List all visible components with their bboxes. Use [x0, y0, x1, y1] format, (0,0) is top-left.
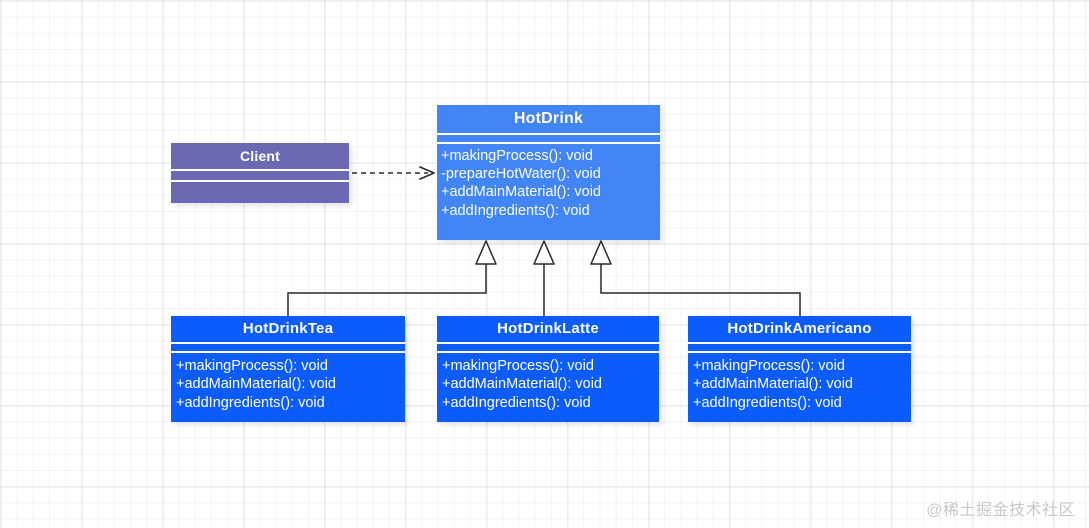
method-item: +addIngredients(): void — [176, 394, 325, 411]
class-methods-hotdrinktea: +makingProcess(): void +addMainMaterial(… — [171, 353, 405, 412]
uml-class-hotdrinklatte[interactable]: HotDrinkLatte +makingProcess(): void +ad… — [437, 316, 659, 422]
uml-class-client[interactable]: Client — [171, 143, 349, 203]
class-methods-hotdrinklatte: +makingProcess(): void +addMainMaterial(… — [437, 353, 659, 412]
class-title-hotdrinktea: HotDrinkTea — [242, 320, 334, 337]
class-methods-hotdrinkamericano: +makingProcess(): void +addMainMaterial(… — [688, 353, 911, 412]
class-title-hotdrink: HotDrink — [513, 110, 584, 127]
method-item: +makingProcess(): void — [441, 148, 593, 164]
class-methods-client — [171, 182, 349, 203]
method-item: +makingProcess(): void — [442, 358, 594, 374]
class-attributes-hotdrinkamericano — [688, 344, 911, 351]
edge-client-to-hotdrink — [352, 166, 435, 180]
class-attributes-client — [171, 171, 349, 180]
method-item: -prepareHotWater(): void — [441, 166, 601, 183]
class-divider — [171, 180, 349, 182]
edge-hotdrinktea-to-hotdrink — [287, 240, 497, 316]
class-divider — [688, 342, 911, 344]
method-item: +addIngredients(): void — [442, 394, 591, 411]
class-divider — [171, 169, 349, 171]
method-item: +addIngredients(): void — [441, 202, 590, 219]
class-title-hotdrinklatte: HotDrinkLatte — [497, 320, 599, 337]
class-attributes-hotdrinklatte — [437, 344, 659, 351]
uml-class-hotdrinkamericano[interactable]: HotDrinkAmericano +makingProcess(): void… — [688, 316, 911, 422]
class-methods-hotdrink: +makingProcess(): void -prepareHotWater(… — [437, 144, 660, 220]
edge-hotdrinkamericano-to-hotdrink — [590, 240, 801, 316]
class-divider — [171, 342, 405, 344]
watermark-text: @稀土掘金技术社区 — [926, 502, 1075, 519]
uml-class-hotdrinktea[interactable]: HotDrinkTea +makingProcess(): void +addM… — [171, 316, 405, 422]
class-divider — [437, 142, 660, 144]
class-divider — [437, 133, 660, 135]
method-item: +makingProcess(): void — [176, 358, 328, 374]
method-item: +addIngredients(): void — [693, 394, 842, 411]
class-divider — [688, 351, 911, 353]
method-item: +addMainMaterial(): void — [693, 376, 853, 393]
class-divider — [437, 351, 659, 353]
method-item: +addMainMaterial(): void — [442, 376, 602, 393]
class-attributes-hotdrink — [437, 135, 660, 142]
class-title-client: Client — [239, 148, 281, 164]
class-attributes-hotdrinktea — [171, 344, 405, 351]
method-item: +addMainMaterial(): void — [176, 376, 336, 393]
class-divider — [171, 351, 405, 353]
class-title-hotdrinkamericano: HotDrinkAmericano — [727, 320, 872, 337]
method-item: +addMainMaterial(): void — [441, 184, 601, 201]
class-divider — [437, 342, 659, 344]
method-item: +makingProcess(): void — [693, 358, 845, 374]
edge-hotdrinklatte-to-hotdrink — [533, 240, 555, 316]
uml-class-hotdrink[interactable]: HotDrink +makingProcess(): void -prepare… — [437, 105, 660, 240]
